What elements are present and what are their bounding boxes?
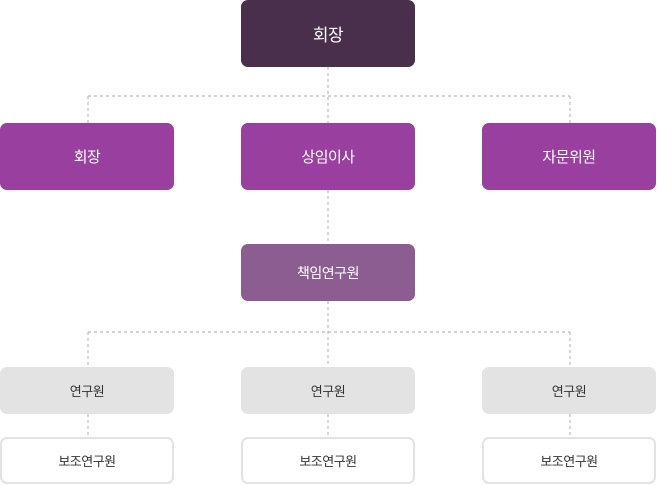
- assistant-researcher-box-3: 보조연구원: [482, 437, 656, 484]
- level2-box-advisory-committee: 자문위원: [482, 123, 656, 190]
- assistant-researcher-box-1: 보조연구원: [0, 437, 174, 484]
- researcher-box-1: 연구원: [0, 367, 174, 414]
- lead-researcher-box: 책임연구원: [241, 244, 415, 301]
- assistant-researcher-box-2: 보조연구원: [241, 437, 415, 484]
- chairman-box: 회장: [241, 0, 415, 67]
- researcher-box-2: 연구원: [241, 367, 415, 414]
- level2-box-standing-director: 상임이사: [241, 123, 415, 190]
- level2-box-chairman: 회장: [0, 123, 174, 190]
- researcher-box-3: 연구원: [482, 367, 656, 414]
